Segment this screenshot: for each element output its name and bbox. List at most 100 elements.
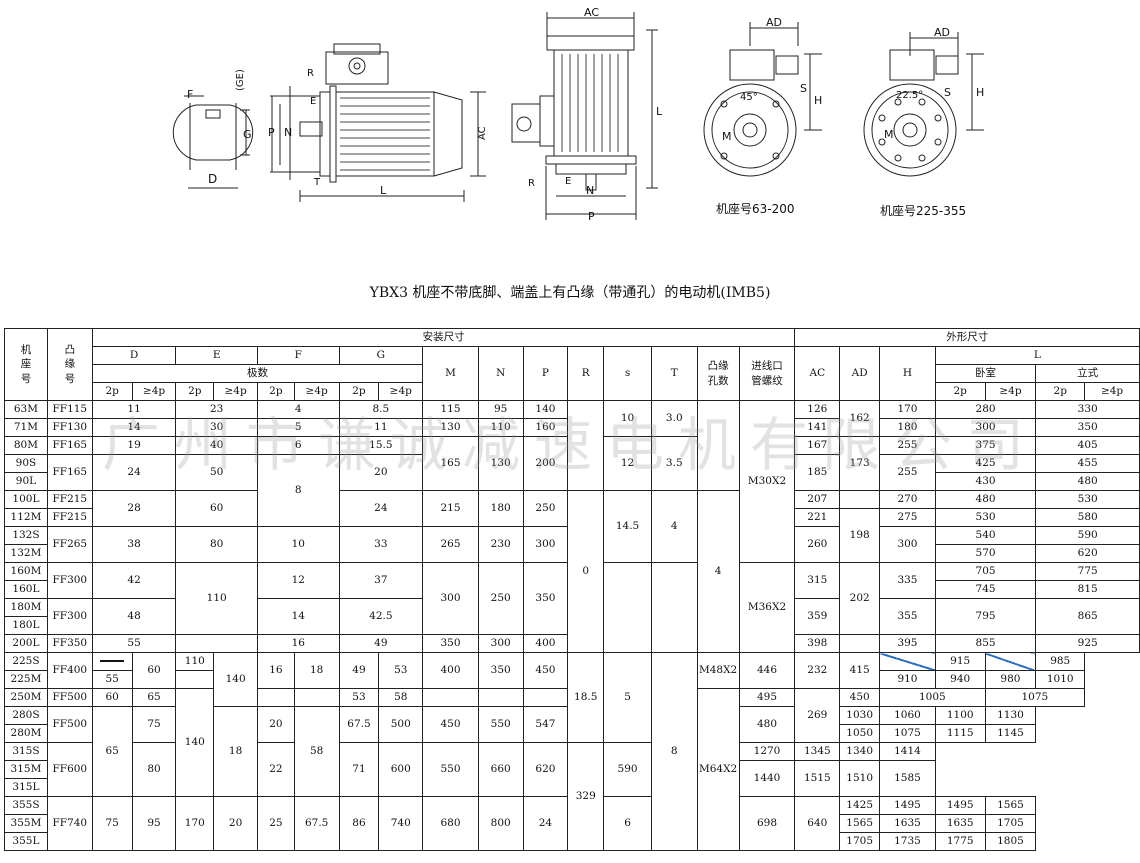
- value-cell: 180: [879, 418, 936, 437]
- label-S-large: S: [944, 86, 951, 99]
- value-cell: 110: [477, 418, 524, 437]
- value-cell: 110: [175, 562, 258, 635]
- value-cell: [477, 688, 524, 707]
- value-cell: [175, 634, 258, 653]
- value-cell: 530: [1035, 490, 1140, 509]
- frame-cell: 132M: [4, 544, 48, 563]
- value-cell: 1495: [879, 796, 936, 815]
- label-G: G: [243, 128, 252, 141]
- header-P: P: [522, 346, 569, 401]
- value-cell: 23: [175, 400, 258, 419]
- value-cell: 500: [378, 706, 424, 743]
- value-cell: 49: [338, 634, 424, 653]
- value-cell: 1345: [794, 742, 841, 761]
- header-H: H: [879, 346, 936, 401]
- value-cell: 910: [879, 670, 936, 689]
- value-cell: 315: [794, 562, 841, 599]
- frame-cell: 315L: [4, 778, 48, 797]
- value-cell: 255: [879, 436, 936, 455]
- value-cell: 855: [934, 634, 1037, 653]
- label-angle45: 45°: [740, 92, 758, 103]
- value-cell: 10: [603, 400, 652, 437]
- page-title: YBX3 机座不带底脚、端盖上有凸缘（带通孔）的电动机(IMB5): [369, 285, 771, 301]
- value-cell: 3.0: [650, 400, 698, 437]
- frame-cell: 355M: [4, 814, 48, 833]
- value-cell: 65: [91, 706, 133, 797]
- value-cell: 620: [1035, 544, 1140, 563]
- value-cell: [696, 400, 740, 491]
- vertical-side-view: AC N P L R E: [511, 6, 663, 223]
- label-AD-small: AD: [766, 16, 782, 29]
- header-frame-no: 机座号: [4, 328, 48, 401]
- header-E-2p: 2p: [175, 382, 215, 401]
- value-cell: 1030: [839, 706, 881, 725]
- value-cell: 1145: [984, 724, 1037, 743]
- value-cell: 8: [650, 652, 698, 851]
- value-cell: 1565: [984, 796, 1037, 815]
- value-cell: 1005: [879, 688, 986, 707]
- dimensions-table: 机座号 凸缘号 安装尺寸 外形尺寸 D E F G M N P R s T 凸缘…: [4, 328, 1140, 851]
- value-cell: 58: [378, 688, 424, 707]
- value-cell: 126: [794, 400, 841, 419]
- label-R-vertical: R: [528, 178, 535, 189]
- value-cell: [175, 670, 215, 689]
- value-cell: 14: [91, 418, 177, 437]
- value-cell: 275: [879, 508, 936, 527]
- value-cell: [293, 688, 340, 707]
- header-R: R: [567, 346, 605, 401]
- value-cell: 455: [1035, 454, 1140, 473]
- value-cell: 280: [934, 400, 1037, 419]
- value-cell: 185: [794, 454, 841, 491]
- value-cell: 640: [794, 796, 841, 851]
- value-cell: 67.5: [338, 706, 380, 743]
- value-cell: 40: [175, 436, 258, 455]
- label-N: N: [284, 126, 292, 139]
- value-cell: 250: [477, 562, 524, 635]
- value-cell: 165: [422, 436, 479, 491]
- header-L-v-2p: 2p: [1035, 382, 1086, 401]
- value-cell: 42.5: [338, 598, 424, 635]
- value-cell: 141: [794, 418, 841, 437]
- value-cell: 415: [839, 652, 881, 689]
- value-cell: 75: [131, 706, 177, 743]
- header-D: D: [91, 346, 177, 365]
- header-AD: AD: [839, 346, 881, 401]
- value-cell: [650, 562, 698, 653]
- value-cell: 15.5: [338, 436, 424, 455]
- value-cell: 18.5: [567, 652, 605, 743]
- value-cell: 405: [1035, 436, 1140, 455]
- diagonal-cell: [984, 652, 1037, 671]
- value-cell: 5: [257, 418, 340, 437]
- value-cell: 350: [422, 634, 479, 653]
- value-cell: 60: [131, 652, 177, 689]
- label-P: P: [268, 126, 275, 139]
- header-horizontal: 卧室: [934, 364, 1037, 383]
- value-cell: 350: [477, 652, 524, 689]
- value-cell: 375: [934, 436, 1037, 455]
- value-cell: 430: [934, 472, 1037, 491]
- value-cell: 775: [1035, 562, 1140, 581]
- value-cell: 75: [91, 796, 133, 851]
- frame-cell: 90S: [4, 454, 48, 473]
- label-L-vertical: L: [656, 105, 663, 118]
- flange-cell: FF265: [46, 526, 93, 563]
- value-cell: 1510: [839, 760, 881, 797]
- frame-cell: 160M: [4, 562, 48, 581]
- value-cell: 24: [338, 490, 424, 527]
- frame-cell: 160L: [4, 580, 48, 599]
- value-cell: 55: [91, 670, 133, 689]
- value-cell: 398: [794, 634, 841, 653]
- header-AC: AC: [794, 346, 841, 401]
- value-cell: 53: [378, 652, 424, 689]
- value-cell: 215: [422, 490, 479, 527]
- value-cell: 25: [257, 796, 295, 851]
- value-cell: [257, 688, 295, 707]
- flange-cell: FF215: [46, 508, 93, 527]
- header-D-2p: 2p: [91, 382, 133, 401]
- value-cell: 1075: [879, 724, 936, 743]
- value-cell: 20: [213, 796, 258, 851]
- value-cell: 140: [522, 400, 569, 419]
- value-cell: 1775: [934, 832, 986, 851]
- value-cell: 480: [738, 706, 796, 743]
- value-cell: 255: [879, 454, 936, 491]
